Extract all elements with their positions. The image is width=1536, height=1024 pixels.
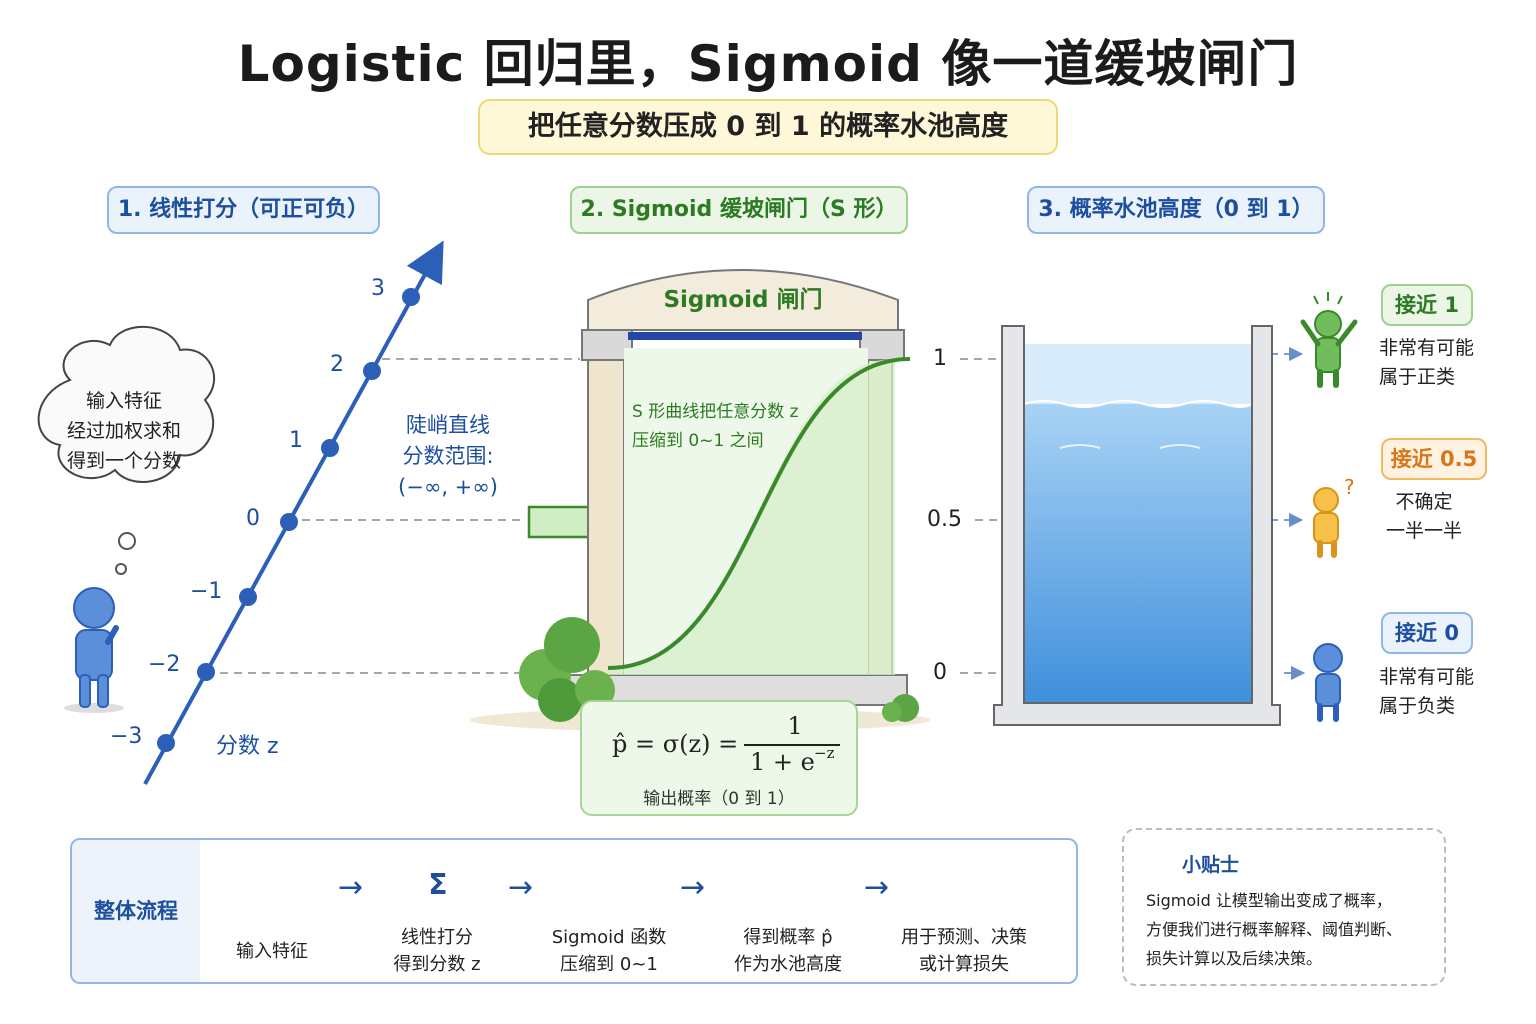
step-tag-linear-score: 1. 线性打分（可正可负） bbox=[107, 186, 380, 234]
flow-step-probability-line-2: 作为水池高度 bbox=[734, 954, 842, 975]
level-desc-near-1-line-2: 属于正类 bbox=[1379, 366, 1456, 388]
flow-step-probability-line-1: 得到概率 p̂ bbox=[743, 927, 833, 948]
level-desc-near-0-5: 不确定 一半一半 bbox=[1384, 488, 1464, 546]
step-tag-probability-pool: 3. 概率水池高度（0 到 1） bbox=[1027, 186, 1325, 234]
unsure-person-figure: ? bbox=[1313, 475, 1355, 558]
flow-arrow-3: → bbox=[680, 870, 706, 905]
level-tag-near-0: 接近 0 bbox=[1381, 612, 1473, 654]
gate-note-2: 压缩到 0~1 之间 bbox=[632, 431, 764, 451]
level-desc-near-0-5-line-2: 一半一半 bbox=[1385, 520, 1462, 542]
thinking-person-figure bbox=[64, 587, 124, 713]
thought-bubble bbox=[37, 325, 216, 575]
step-tag-sigmoid-gate: 2. Sigmoid 缓坡闸门（S 形） bbox=[570, 186, 908, 234]
score-number-line bbox=[143, 240, 444, 785]
dashed-guide-lines bbox=[220, 346, 1306, 681]
happy-person-figure bbox=[1300, 292, 1358, 388]
flow-step-linear-line-2: 得到分数 z bbox=[393, 954, 481, 975]
tick-label-minus-1: −1 bbox=[190, 579, 223, 604]
tick-label-0: 0 bbox=[246, 506, 260, 531]
thought-line-2: 经过加权求和 bbox=[66, 420, 181, 442]
tick-label-3: 3 bbox=[371, 276, 385, 301]
gate-sign: Sigmoid 闸门 bbox=[663, 287, 823, 313]
tip-title: 小贴士 bbox=[1182, 854, 1240, 876]
flow-step-linear-line-1: 线性打分 bbox=[401, 927, 473, 948]
overall-flow-panel: 整体流程 输入特征 → 线性打分 得到分数 z Σ → Sigmoid 函数 压… bbox=[70, 838, 1078, 984]
formula-caption: 输出概率（0 到 1） bbox=[643, 789, 795, 809]
level-desc-near-0-line-1: 非常有可能 bbox=[1379, 666, 1475, 688]
flow-arrow-4: → bbox=[864, 870, 890, 905]
probability-water-tank bbox=[993, 325, 1281, 726]
formula-lhs: p̂ = σ(z) = bbox=[612, 730, 739, 758]
level-desc-near-1-line-1: 非常有可能 bbox=[1379, 337, 1475, 359]
level-desc-near-0-line-2: 属于负类 bbox=[1379, 695, 1456, 717]
level-desc-near-0-5-line-1: 不确定 bbox=[1395, 491, 1453, 513]
page-subtitle: 把任意分数压成 0 到 1 的概率水池高度 bbox=[478, 99, 1058, 155]
thought-line-1: 输入特征 bbox=[85, 390, 162, 412]
line-range-note: 陡峭直线 分数范围: (−∞, +∞) bbox=[380, 410, 516, 503]
sigmoid-curve bbox=[607, 357, 911, 675]
flow-heading: 整体流程 bbox=[72, 840, 200, 982]
level-tag-near-1: 接近 1 bbox=[1381, 284, 1473, 326]
tip-panel: 小贴士 Sigmoid 让模型输出变成了概率， 方便我们进行概率解释、阈值判断、… bbox=[1122, 828, 1446, 986]
sigmoid-formula: p̂ = σ(z) = 1 1 + e −z bbox=[582, 710, 856, 780]
axis-label-score-z: 分数 z bbox=[216, 734, 279, 759]
line-note-2: 分数范围: bbox=[402, 444, 494, 468]
flow-step-sigmoid: Sigmoid 函数 压缩到 0~1 bbox=[534, 924, 684, 978]
level-desc-near-1: 非常有可能 属于正类 bbox=[1379, 334, 1474, 392]
flow-step-predict-line-2: 或计算损失 bbox=[919, 954, 1009, 975]
flow-step-sigmoid-line-2: 压缩到 0~1 bbox=[560, 954, 658, 975]
formula-exponent: −z bbox=[814, 744, 835, 762]
flow-step-probability: 得到概率 p̂ 作为水池高度 bbox=[716, 924, 860, 978]
tick-label-minus-2: −2 bbox=[148, 652, 181, 677]
flow-step-predict-line-1: 用于预测、决策 bbox=[901, 927, 1027, 948]
flow-arrow-2: → bbox=[508, 870, 534, 905]
formula-numerator: 1 bbox=[787, 712, 803, 740]
flow-step-sigmoid-line-1: Sigmoid 函数 bbox=[551, 927, 667, 948]
flow-step-input: 输入特征 bbox=[212, 938, 332, 965]
tick-label-minus-3: −3 bbox=[110, 724, 143, 749]
flow-step-linear: 线性打分 得到分数 z bbox=[372, 924, 502, 978]
y-label-0: 0 bbox=[933, 660, 947, 685]
svg-text:?: ? bbox=[1344, 475, 1355, 499]
flow-step-predict: 用于预测、决策 或计算损失 bbox=[888, 924, 1040, 978]
tip-text: Sigmoid 让模型输出变成了概率， 方便我们进行概率解释、阈值判断、 损失计… bbox=[1146, 886, 1442, 973]
y-label-0-5: 0.5 bbox=[927, 507, 962, 532]
line-note-3: (−∞, +∞) bbox=[398, 475, 498, 499]
thought-bubble-text: 输入特征 经过加权求和 得到一个分数 bbox=[40, 360, 208, 502]
gate-note: S 形曲线把任意分数 z 压缩到 0~1 之间 bbox=[632, 398, 832, 456]
tip-line-3: 损失计算以及后续决策。 bbox=[1146, 949, 1323, 968]
tip-line-2: 方便我们进行概率解释、阈值判断、 bbox=[1146, 920, 1403, 939]
gate-note-1: S 形曲线把任意分数 z bbox=[632, 402, 799, 422]
line-note-1: 陡峭直线 bbox=[406, 413, 490, 437]
tick-label-2: 2 bbox=[330, 352, 344, 377]
tip-line-1: Sigmoid 让模型输出变成了概率， bbox=[1146, 891, 1392, 910]
tick-label-1: 1 bbox=[289, 428, 303, 453]
formula-fraction-bar bbox=[744, 744, 840, 746]
flow-step-input-line-1: 输入特征 bbox=[236, 941, 308, 962]
sigmoid-formula-box: p̂ = σ(z) = 1 1 + e −z 输出概率（0 到 1） bbox=[580, 700, 858, 816]
y-label-1: 1 bbox=[933, 346, 947, 371]
page-title: Logistic 回归里，Sigmoid 像一道缓坡闸门 bbox=[237, 35, 1299, 93]
level-desc-near-0: 非常有可能 属于负类 bbox=[1379, 663, 1474, 721]
flow-arrow-1: → bbox=[338, 870, 364, 905]
level-tag-near-0-5: 接近 0.5 bbox=[1381, 438, 1487, 480]
sad-person-figure bbox=[1313, 643, 1343, 722]
formula-denominator: 1 + e bbox=[750, 748, 815, 776]
sigma-symbol: Σ bbox=[428, 868, 448, 901]
thought-line-3: 得到一个分数 bbox=[66, 450, 181, 472]
